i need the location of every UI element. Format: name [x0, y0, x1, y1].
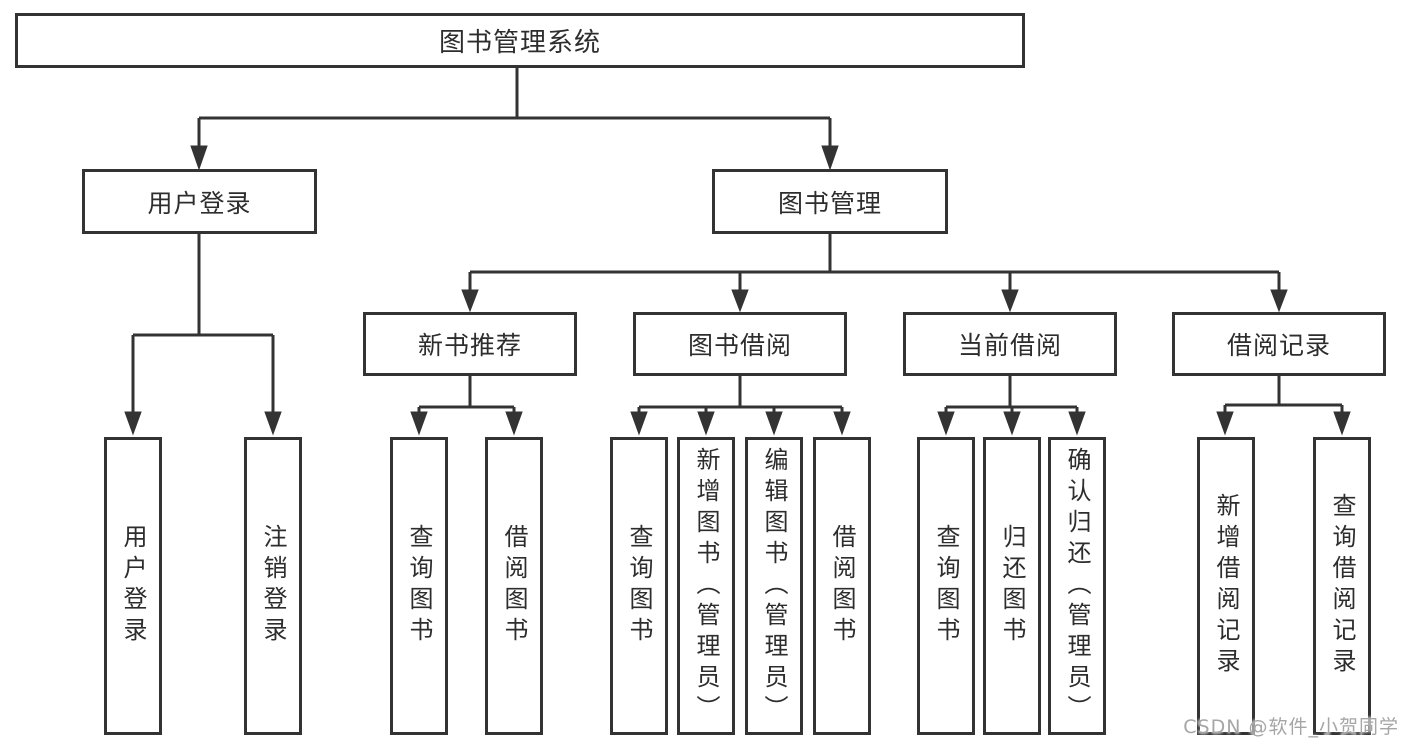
leaf-newbook-query-books: 查询图书	[390, 437, 448, 735]
leaf-newbook-borrow-books-label: 借阅图书	[500, 524, 528, 648]
leaf-current-query-books: 查询图书	[917, 437, 975, 735]
leaf-current-return-books: 归还图书	[983, 437, 1041, 735]
leaf-newbook-borrow-books: 借阅图书	[485, 437, 543, 735]
leaf-borrow-borrow-books: 借阅图书	[813, 437, 871, 735]
leaf-borrow-query-books: 查询图书	[610, 437, 668, 735]
node-library-management-system: 图书管理系统	[15, 13, 1025, 68]
leaf-borrow-borrow-books-label: 借阅图书	[828, 524, 856, 648]
leaf-newbook-query-books-label: 查询图书	[405, 524, 433, 648]
leaf-borrow-edit-books-admin-label: 编辑图书（管理员）	[760, 446, 788, 726]
node-borrowing-records: 借阅记录	[1172, 312, 1386, 376]
leaf-user-login-label: 用户登录	[119, 524, 147, 648]
node-current-borrowing-label: 当前借阅	[957, 331, 1062, 360]
leaf-current-return-books-label: 归还图书	[998, 524, 1026, 648]
node-book-borrowing: 图书借阅	[633, 312, 847, 376]
leaf-user-login: 用户登录	[104, 437, 162, 735]
leaf-borrow-add-books-admin: 新增图书（管理员）	[677, 437, 735, 735]
leaf-records-query-record-label: 查询借阅记录	[1328, 493, 1356, 679]
node-new-book-recommend-label: 新书推荐	[417, 331, 522, 360]
leaf-borrow-edit-books-admin: 编辑图书（管理员）	[745, 437, 803, 735]
leaf-records-query-record: 查询借阅记录	[1313, 437, 1371, 735]
watermark: CSDN @软件_小贺同学	[1183, 716, 1399, 738]
node-user-login: 用户登录	[82, 169, 317, 234]
node-book-borrowing-label: 图书借阅	[687, 331, 792, 360]
node-book-management: 图书管理	[712, 169, 948, 234]
leaf-borrow-query-books-label: 查询图书	[625, 524, 653, 648]
node-book-management-label: 图书管理	[777, 188, 882, 218]
node-current-borrowing: 当前借阅	[903, 312, 1117, 376]
leaf-records-add-record-label: 新增借阅记录	[1212, 493, 1240, 679]
leaf-current-confirm-return-admin: 确认归还（管理员）	[1048, 437, 1106, 735]
node-library-management-system-label: 图书管理系统	[438, 28, 601, 58]
leaf-logout: 注销登录	[244, 437, 302, 735]
leaf-borrow-add-books-admin-label: 新增图书（管理员）	[692, 446, 720, 726]
leaf-current-query-books-label: 查询图书	[932, 524, 960, 648]
node-user-login-label: 用户登录	[147, 188, 252, 218]
leaf-logout-label: 注销登录	[259, 524, 287, 648]
node-new-book-recommend: 新书推荐	[363, 312, 577, 376]
leaf-current-confirm-return-admin-label: 确认归还（管理员）	[1063, 446, 1091, 726]
node-borrowing-records-label: 借阅记录	[1226, 331, 1331, 360]
leaf-records-add-record: 新增借阅记录	[1197, 437, 1255, 735]
